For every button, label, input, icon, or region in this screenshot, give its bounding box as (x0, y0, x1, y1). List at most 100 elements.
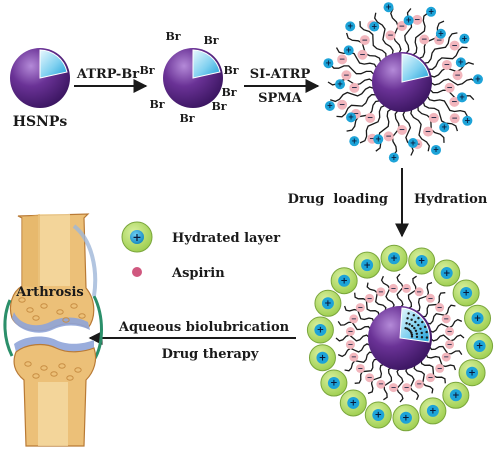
sulfonate-charge: − (349, 82, 360, 93)
sulfonate-charge-sign: − (348, 328, 354, 336)
counter-ion: + (426, 404, 439, 417)
counter-ion-sign: + (475, 75, 481, 84)
polymer-chain (383, 366, 393, 401)
sulfonate-charge-sign: − (447, 327, 453, 335)
sulfonate-charge-sign: − (428, 374, 434, 382)
counter-ion: + (316, 351, 329, 364)
sulfonate-charge-sign: − (351, 315, 357, 323)
polymer-chain (337, 321, 372, 331)
br-atom-label: Br (139, 64, 154, 77)
upper-cartilage (12, 312, 90, 333)
sulfonate-charge: − (449, 40, 460, 51)
sulfonate-charge: − (441, 59, 452, 70)
sulfonate-charge: − (341, 70, 352, 81)
br-atom-label: Br (165, 30, 180, 43)
sulfonate-charge-sign: − (367, 374, 373, 382)
counter-ion-sign: + (375, 135, 381, 144)
polymer-chain (426, 46, 468, 71)
counter-ion: + (403, 15, 414, 26)
polymer-chain (374, 12, 394, 56)
counter-ion-sign: + (438, 29, 444, 38)
counter-ion-sign: + (452, 391, 460, 401)
hydrated-counter-ion: + (330, 267, 358, 295)
counter-ion-sign: + (474, 314, 482, 324)
counter-ion-sign: + (330, 379, 338, 389)
aqueous-biolubrication-label: Aqueous biolubrication (118, 320, 290, 335)
hydration-label: Hydration (414, 192, 488, 207)
sulfonate-charge: − (402, 383, 412, 393)
sulfonate-charge: − (419, 34, 430, 45)
hydrated-counter-ion: + (408, 247, 436, 275)
polymer-chain (390, 8, 402, 55)
hydrated-counter-ion: + (433, 259, 461, 287)
hsnps-label: HSNPs (13, 114, 68, 130)
sulfonate-charge: − (365, 112, 376, 123)
counter-ion: + (460, 286, 473, 299)
counter-ion: + (327, 377, 340, 390)
polymer-chain (425, 304, 456, 325)
counter-ion: + (338, 274, 351, 287)
counter-ion-sign: + (340, 276, 348, 286)
sulfonate-charge: − (423, 126, 434, 137)
sulfonate-charge: − (397, 124, 408, 135)
sulfonate-charge-sign: − (443, 315, 449, 323)
sulfonate-charge: − (435, 363, 445, 373)
counter-ion-sign: + (346, 46, 352, 55)
sulfonate-charge: − (445, 326, 455, 336)
polymer-chain (344, 351, 375, 372)
sulfonate-charge: − (376, 287, 386, 297)
sulfonate-charge-sign: − (425, 127, 431, 136)
drug-loading-label: Drug loading (288, 192, 388, 207)
sulfonate-charge-sign: − (436, 35, 442, 44)
sulfonate-charge-sign: − (357, 304, 363, 312)
counter-ion-sign: + (337, 79, 343, 88)
sulfonate-charge: − (383, 131, 394, 142)
br-functionalized-particle (163, 48, 223, 108)
counter-ion-sign: + (375, 411, 383, 421)
sulfonate-charge: − (444, 82, 455, 93)
sulfonate-charge: − (365, 293, 375, 303)
hydrated-counter-ion: + (339, 389, 367, 417)
counter-ion-sign: + (385, 2, 391, 11)
sulfonate-charge-sign: − (367, 113, 373, 122)
counter-ion: + (472, 74, 483, 85)
polymer-chain (422, 100, 459, 132)
sulfonate-charge: − (449, 113, 460, 124)
hydrated-counter-ion: + (442, 381, 470, 409)
polymer-chain (354, 358, 379, 384)
counter-ion-sign: + (410, 138, 416, 147)
polymer-chain (422, 32, 458, 65)
sulfonate-charge: − (396, 21, 407, 32)
polymer-chain (396, 367, 404, 403)
sulfonate-charge: − (414, 287, 424, 297)
sulfonate-charge-sign: − (447, 83, 453, 92)
sulfonate-charge: − (425, 293, 435, 303)
counter-ion: + (466, 366, 479, 379)
polymer-chain (428, 88, 475, 101)
polymer-chain (396, 273, 404, 309)
legend-aspirin (132, 267, 142, 277)
counter-ion-sign: + (443, 269, 451, 279)
sulfonate-charge: − (355, 303, 365, 313)
counter-ion: + (345, 21, 356, 32)
legend-hydrated-layer: + (121, 221, 153, 253)
counter-ion: + (459, 33, 470, 44)
sulfonate-charge: − (441, 352, 451, 362)
counter-ion-sign: + (327, 101, 333, 110)
sulfonate-charge-sign: − (428, 294, 434, 302)
drug-therapy-label: Drug therapy (162, 347, 259, 362)
hydrated-counter-ion: + (466, 332, 494, 360)
br-atom-label: Br (203, 34, 218, 47)
counter-ion-sign: + (390, 254, 398, 264)
counter-ion: + (383, 2, 394, 13)
sulfonate-charge: − (357, 49, 368, 60)
counter-ion: + (335, 79, 346, 90)
counter-ion-sign: + (441, 123, 447, 132)
si-atrp-label: SI-ATRP (250, 67, 311, 82)
polymer-chain (375, 107, 393, 152)
br-atom-label: Br (211, 100, 226, 113)
sulfonate-charge-sign: − (443, 353, 449, 361)
sulfonate-charge-sign: − (404, 384, 410, 392)
counter-ion-sign: + (464, 116, 470, 125)
